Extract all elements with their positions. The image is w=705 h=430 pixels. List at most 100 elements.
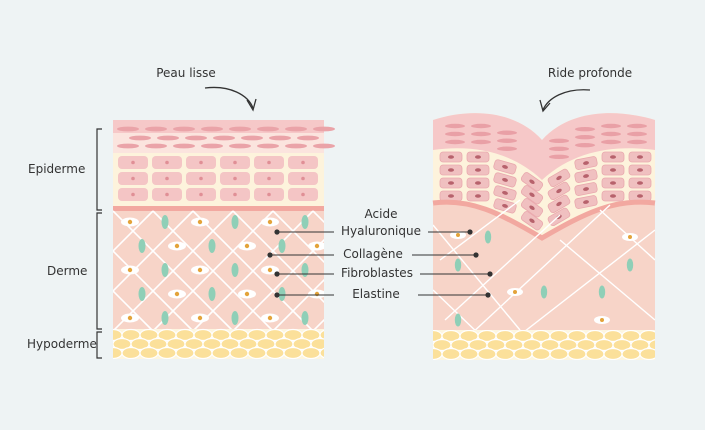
elastin-fiber (626, 258, 634, 272)
epiderme-bracket (96, 128, 102, 211)
fibroblast-nucleus (197, 219, 203, 225)
elastin-fiber (301, 311, 309, 325)
smooth-skin-block (113, 120, 335, 360)
cell-nucleus (199, 176, 203, 181)
collagen-fiber (232, 238, 324, 332)
title-deep-wrinkle: Ride profonde (547, 66, 633, 80)
epidermis-cell (439, 190, 463, 202)
cell-nucleus (583, 161, 589, 165)
cell-nucleus (475, 168, 481, 172)
flat-cell (173, 126, 195, 132)
flat-cell (549, 138, 569, 144)
cell-nucleus (556, 188, 562, 194)
collagen-fiber (433, 289, 481, 335)
fat-cell (513, 347, 533, 360)
epidermis-cell (628, 151, 652, 163)
cell-nucleus (556, 175, 562, 181)
left-title-arrow (204, 86, 254, 109)
flat-cell (229, 126, 251, 132)
flat-cell (313, 143, 335, 149)
cell-nucleus (610, 168, 616, 172)
flat-cell (497, 138, 517, 143)
cell-nucleus (165, 176, 169, 181)
label-hyaluronique: Hyaluronique (341, 224, 421, 238)
flat-cell (549, 146, 569, 152)
fat-cell (459, 347, 479, 360)
flat-cell (257, 143, 279, 149)
flat-cell (601, 131, 621, 137)
elastin-fiber (484, 230, 492, 244)
left-fat-cells (113, 328, 324, 360)
left-dermis (113, 211, 324, 329)
flat-cell (201, 126, 223, 132)
fibroblast-nucleus (174, 291, 180, 297)
fibroblast-nucleus (456, 233, 460, 237)
fat-cell (567, 347, 587, 360)
fibroblast-nucleus (127, 219, 133, 225)
flat-cell (241, 135, 263, 141)
cell-nucleus (502, 203, 508, 208)
fat-cell (193, 346, 213, 360)
hypoderme-bracket (96, 331, 102, 359)
flat-cell (129, 135, 151, 141)
flat-cell (575, 134, 595, 140)
collagen-fiber (559, 239, 655, 321)
elastin-fiber (301, 263, 309, 277)
cell-nucleus (233, 192, 237, 197)
flat-cell (285, 126, 307, 132)
fat-cell (433, 347, 443, 360)
cell-nucleus (583, 174, 589, 178)
elastin-fiber (598, 285, 606, 299)
flat-cell (117, 143, 139, 149)
epidermis-cell (520, 211, 544, 231)
flat-cell (471, 139, 491, 145)
elastin-fiber (138, 287, 146, 301)
leader-lines (270, 231, 490, 296)
fat-cell (229, 346, 249, 360)
epidermis-cell (574, 156, 598, 170)
epidermis-cell (493, 159, 517, 175)
flat-cell (627, 123, 647, 129)
elastin-fiber (278, 239, 286, 253)
flat-cell (229, 143, 251, 149)
fat-cell (477, 347, 497, 360)
fibroblast-nucleus (174, 243, 180, 249)
left-epidermis-cells (118, 156, 318, 201)
epidermis-cell (574, 182, 598, 196)
label-derme: Derme (47, 264, 88, 278)
collagen-fiber (272, 278, 324, 332)
fat-cell (113, 346, 123, 360)
cell-nucleus (448, 194, 454, 198)
elastin-fiber (231, 215, 239, 229)
collagen-fiber (469, 204, 611, 335)
cell-nucleus (301, 160, 305, 165)
epidermis-cell (466, 190, 490, 202)
cell-nucleus (165, 192, 169, 197)
flat-cell (601, 123, 621, 129)
cell-nucleus (267, 176, 271, 181)
elastin-fiber (161, 311, 169, 325)
cell-nucleus (165, 160, 169, 165)
cell-nucleus (637, 181, 643, 185)
label-elastine: Elastine (352, 287, 400, 301)
fibroblast-nucleus (244, 243, 250, 249)
elastin-fiber (208, 239, 216, 253)
fat-cell (247, 346, 267, 360)
right-basement-membrane (432, 199, 656, 241)
cell-nucleus (502, 164, 508, 169)
cell-nucleus (637, 194, 643, 198)
elastin-fiber (208, 287, 216, 301)
cell-nucleus (131, 176, 135, 181)
epidermis-cell (466, 151, 490, 163)
fibroblast-nucleus (127, 315, 133, 321)
cell-nucleus (267, 160, 271, 165)
title-smooth-skin: Peau lisse (156, 66, 216, 80)
flat-cell (257, 126, 279, 132)
cell-nucleus (529, 218, 535, 224)
fat-cell (531, 347, 551, 360)
fat-cell (549, 347, 569, 360)
epidermis-cell (493, 185, 517, 201)
fat-cell (639, 330, 655, 343)
flat-cell (173, 143, 195, 149)
